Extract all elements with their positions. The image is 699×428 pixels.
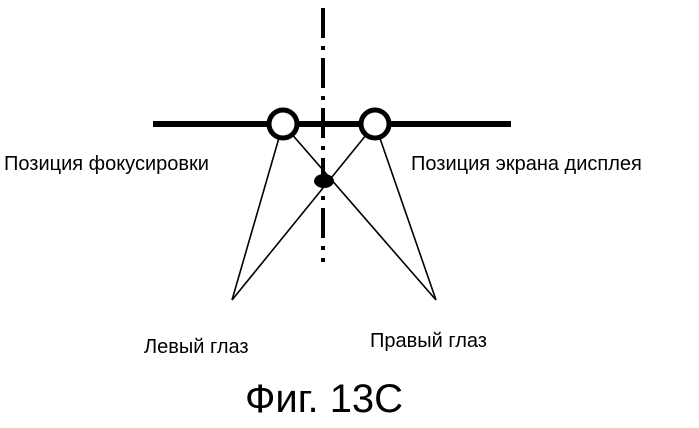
left-eye-cross-ray [232,124,375,300]
focusing-position-label: Позиция фокусировки [4,154,209,174]
left-eye-to-screen-ray [232,124,283,300]
figure-caption: Фиг. 13С [245,379,403,419]
right-eye-label: Правый глаз [370,331,487,351]
right-eye-cross-ray [283,124,436,300]
left-eye-label: Левый глаз [144,337,249,357]
focus-point-dot [314,174,334,188]
left-screen-circle [269,110,297,138]
right-screen-circle [361,110,389,138]
right-eye-to-screen-ray [375,124,436,300]
display-screen-position-label: Позиция экрана дисплея [411,154,642,174]
